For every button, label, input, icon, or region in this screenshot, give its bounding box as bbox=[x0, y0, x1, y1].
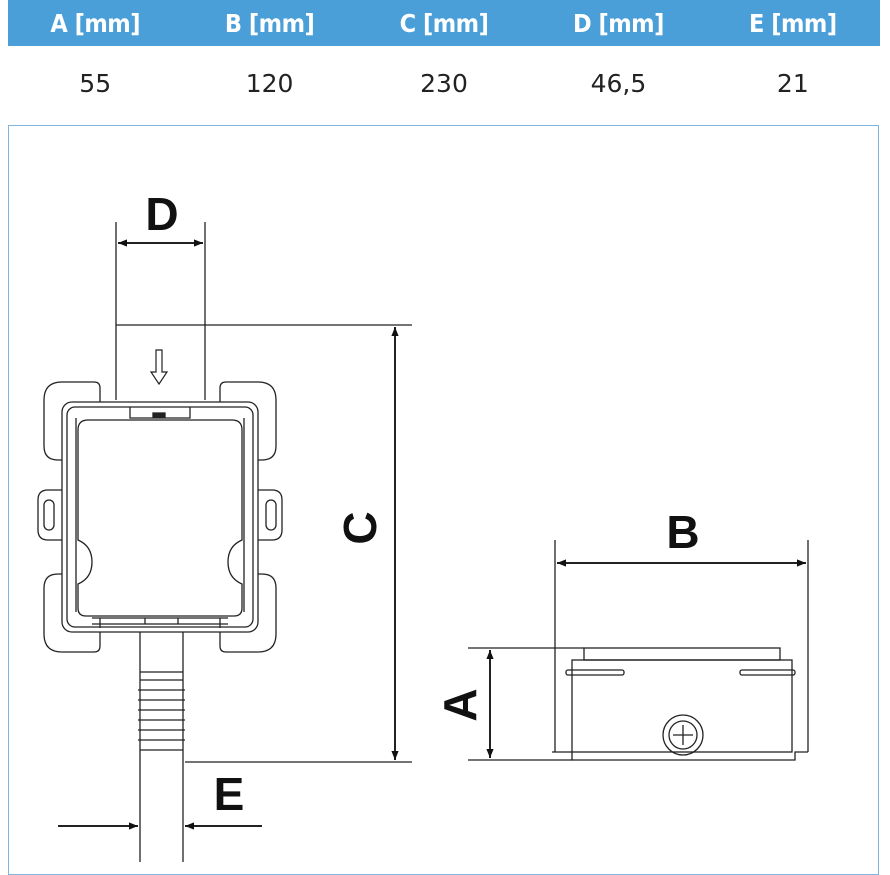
value-b: 120 bbox=[245, 69, 294, 98]
box-side-view bbox=[552, 647, 808, 761]
header-a: A [mm] bbox=[50, 9, 141, 38]
value-c: 230 bbox=[420, 69, 468, 98]
header-d: D [mm] bbox=[572, 9, 664, 38]
dimension-table-values: 55 120 230 46,5 21 bbox=[8, 60, 880, 108]
flow-arrow-icon bbox=[149, 349, 169, 386]
dimension-c bbox=[185, 324, 412, 763]
box-front-view bbox=[37, 381, 283, 653]
dimension-table-header: A [mm] B [mm] C [mm] D [mm] E [mm] bbox=[8, 0, 880, 46]
header-b: B [mm] bbox=[224, 9, 315, 38]
value-e: 21 bbox=[776, 69, 809, 98]
label-a: A bbox=[434, 688, 486, 721]
value-a: 55 bbox=[79, 69, 112, 98]
label-d: D bbox=[145, 188, 178, 240]
dimension-b bbox=[554, 540, 809, 752]
label-c: C bbox=[334, 511, 386, 544]
label-b: B bbox=[666, 506, 699, 558]
header-c: C [mm] bbox=[399, 9, 489, 38]
dimension-d bbox=[115, 222, 206, 400]
dimension-a bbox=[468, 647, 584, 761]
header-e: E [mm] bbox=[749, 9, 837, 38]
value-d: 46,5 bbox=[590, 69, 647, 98]
label-e: E bbox=[214, 768, 245, 820]
outlet-pipe bbox=[138, 632, 185, 862]
